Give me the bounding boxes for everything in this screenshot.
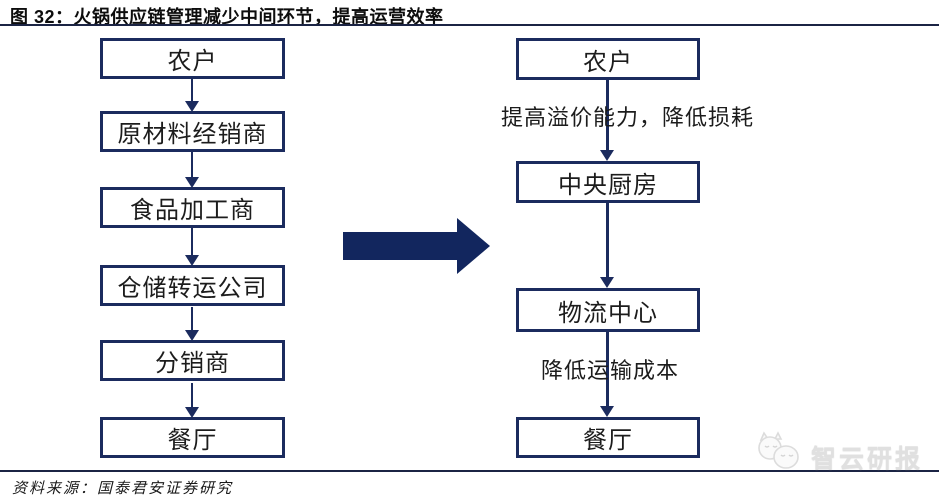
title-divider-line [0, 24, 939, 26]
farmer-box-left: 农户 [100, 38, 285, 79]
annotation-transport-cost: 降低运输成本 [540, 358, 679, 383]
down-arrow-icon [185, 152, 199, 188]
right-arrow-head-icon [457, 218, 490, 274]
watermark: 智云研报 [753, 430, 923, 475]
food-processor-box: 食品加工商 [100, 187, 285, 228]
figure-title: 图 32：火锅供应链管理减少中间环节，提高运营效率 [10, 7, 444, 27]
down-arrow-icon [600, 80, 614, 161]
down-arrow-icon [185, 307, 199, 341]
watermark-text: 智云研报 [810, 445, 923, 473]
down-arrow-icon [185, 228, 199, 266]
down-arrow-icon [185, 383, 199, 418]
raw-material-distributor-box: 原材料经销商 [100, 111, 285, 152]
restaurant-box-right: 餐厅 [516, 417, 700, 458]
down-arrow-icon [185, 79, 199, 112]
restaurant-box-left: 餐厅 [100, 417, 285, 458]
farmer-box-right: 农户 [516, 38, 700, 80]
mascot-icon [753, 430, 805, 475]
footer-divider-line [0, 470, 939, 472]
logistics-center-box: 物流中心 [516, 288, 700, 332]
distributor-box: 分销商 [100, 340, 285, 381]
down-arrow-icon [600, 203, 614, 288]
warehouse-transfer-box: 仓储转运公司 [100, 265, 285, 306]
annotation-premium-loss: 提高溢价能力，降低损耗 [500, 105, 754, 130]
source-note: 资料来源：国泰君安证券研究 [12, 481, 234, 497]
down-arrow-icon [600, 332, 614, 417]
right-arrow-icon [343, 232, 457, 260]
central-kitchen-box: 中央厨房 [516, 161, 700, 203]
